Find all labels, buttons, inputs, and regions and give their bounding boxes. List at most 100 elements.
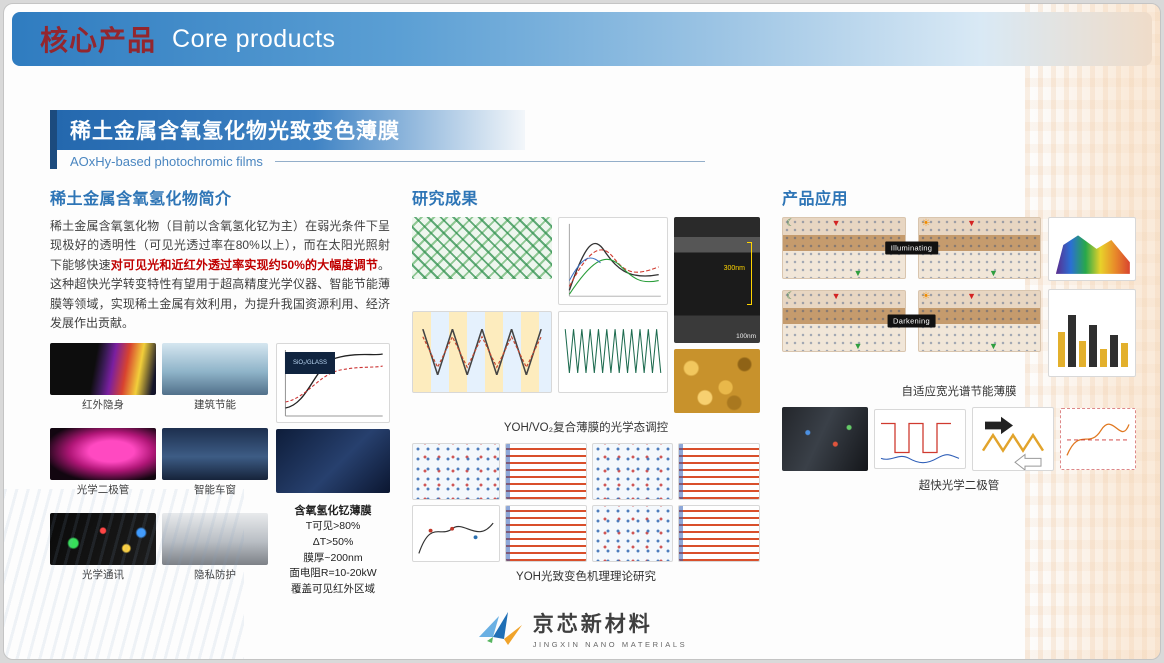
- header-title-zh: 核心产品: [40, 25, 157, 56]
- experiment-photo: [782, 407, 868, 471]
- spec-line: ΔT>50%: [312, 535, 354, 548]
- company-name-en: JINGXIN NANO MATERIALS: [532, 640, 688, 649]
- photo-cell: 光学通讯: [50, 513, 156, 597]
- intro-figures: 红外隐身 建筑节能 光学二极管 智能车窗: [50, 342, 390, 598]
- green-arrow-icon: ▼: [853, 268, 863, 278]
- photo-cell: 光学二极管: [50, 428, 156, 512]
- photo-cell: 智能车窗: [162, 428, 268, 512]
- sun-icon: ☀: [921, 291, 931, 302]
- optical-communication-image: [50, 513, 156, 566]
- intro-paragraph: 稀土金属含氧氢化物（目前以含氧氢化钇为主）在弱光条件下呈现极好的透明性（可见光透…: [50, 217, 390, 334]
- research-figure-group-1: 300nm 100nm: [412, 217, 760, 413]
- optical-diode-schematic: [972, 407, 1054, 471]
- diode-drawing: [981, 416, 1045, 470]
- research-fig-right: 300nm 100nm: [674, 217, 760, 413]
- optical-diode-image: [50, 428, 156, 481]
- sem-scale-bracket: [747, 242, 752, 306]
- transmittance-chart-figure: SiO₂/GLASS: [276, 342, 390, 423]
- red-arrow-icon: ▼: [831, 291, 841, 301]
- photo-cell: 隐私防护: [162, 513, 268, 597]
- photo-cell: 建筑节能: [162, 342, 268, 427]
- film-schematic-day: ☀ ▼ ▼: [917, 290, 1041, 352]
- green-arrow-icon: ▼: [988, 341, 998, 351]
- application-photo-grid: 红外隐身 建筑节能 光学二极管 智能车窗: [50, 342, 268, 598]
- applications-caption-2: 超快光学二极管: [918, 480, 1000, 492]
- research-caption-1: YOH/VO₂复合薄膜的光学态调控: [503, 422, 669, 434]
- film-schematic-day: ☀ ▼ ▼: [917, 217, 1041, 279]
- photo-caption: 建筑节能: [194, 398, 236, 411]
- building-energy-image: [162, 342, 268, 395]
- red-arrow-icon: ▼: [967, 218, 977, 228]
- green-arrow-icon: ▼: [853, 341, 863, 351]
- research-fig-row-2: [412, 311, 668, 393]
- intro-text-start: 稀土金属含氧氢化物（目前以含氧氢化钇为主）在弱光条件下呈现极好的透明性（可见光透…: [50, 219, 390, 272]
- company-name-zh: 京芯新材料: [532, 613, 653, 636]
- content-columns: 稀土金属含氧氢化物简介 稀土金属含氧氢化物（目前以含氧氢化钇为主）在弱光条件下呈…: [50, 185, 1136, 595]
- molecular-model-figure: [591, 505, 674, 562]
- spectrogram-figure: [678, 443, 760, 500]
- sun-icon: ☀: [921, 218, 931, 229]
- switching-chart: [874, 409, 966, 469]
- film-schematic-night: ☾ ▼ ▼: [782, 217, 906, 279]
- energy-curve: [418, 522, 494, 554]
- crystal-structure-figure: [412, 217, 552, 279]
- header-banner: 核心产品 Core products: [12, 12, 1152, 66]
- sem-cross-section-figure: 300nm 100nm: [674, 217, 760, 343]
- research-caption-2: YOH光致变色机理理论研究: [516, 571, 656, 583]
- sem-scale-top-label: 300nm: [723, 264, 745, 272]
- photo-caption: 光学二极管: [76, 484, 130, 497]
- film-schematics: ☾ ▼ ▼ ☀ ▼ ▼ Illuminating ☾: [782, 217, 1041, 377]
- photo-caption: 红外隐身: [82, 398, 124, 411]
- schematic-row-darkening: ☾ ▼ ▼ ☀ ▼ ▼ Darkening: [782, 290, 1041, 352]
- intro-text-end: 。这种超快光学转变特性有望用于超高精度光学仪器、智能节能薄膜等领域，实现稀土金属…: [50, 257, 390, 331]
- performance-bar-chart: [1048, 289, 1136, 377]
- cycling-chart-figure: [412, 311, 552, 393]
- adaptive-film-figure-group: ☾ ▼ ▼ ☀ ▼ ▼ Illuminating ☾: [782, 217, 1136, 377]
- photo-caption: 光学通讯: [82, 569, 124, 582]
- research-fig-row-1: [412, 217, 668, 305]
- spectrogram-figure: [505, 443, 587, 500]
- applications-column: 产品应用 ☾ ▼ ▼ ☀ ▼ ▼ Illumin: [782, 185, 1136, 581]
- chart-inset-label: SiO₂/GLASS: [285, 351, 335, 374]
- red-arrow-icon: ▼: [967, 291, 977, 301]
- photo-caption: 隐私防护: [194, 569, 236, 582]
- intro-text-highlight: 对可见光和近红外透过率实现约50%的大幅度调节: [110, 257, 378, 272]
- asymmetry-curves: [1066, 423, 1130, 456]
- afm-surface-figure: [674, 349, 760, 413]
- section-subtitle: AOxHy-based photochromic films: [70, 154, 263, 169]
- spectrum-area: [1055, 235, 1130, 274]
- spectra-chart-figure: [558, 217, 668, 305]
- oscillation-curve: [564, 329, 662, 373]
- smart-window-image: [162, 428, 268, 481]
- oscillation-chart-figure: [558, 311, 668, 393]
- moon-icon: ☾: [786, 291, 795, 302]
- spectra-curves: [568, 223, 661, 297]
- infrared-stealth-image: [50, 342, 156, 395]
- asymmetry-chart: [1060, 408, 1136, 470]
- sem-scale-bottom-label: 100nm: [736, 333, 756, 340]
- intro-side-stack: SiO₂/GLASS 含氧氢化钇薄膜 T可见>80% ΔT>50% 膜厚~200…: [276, 342, 390, 598]
- header-title-en: Core products: [172, 24, 336, 53]
- cycling-curves: [422, 328, 542, 376]
- molecular-model-figure: [412, 443, 500, 500]
- darkening-label: Darkening: [887, 314, 936, 328]
- photo-caption: 智能车窗: [194, 484, 236, 497]
- intro-column: 稀土金属含氧氢化物简介 稀土金属含氧氢化物（目前以含氧氢化钇为主）在弱光条件下呈…: [50, 185, 390, 595]
- photo-cell: 红外隐身: [50, 342, 156, 427]
- spec-title: 含氧氢化钇薄膜: [294, 504, 372, 517]
- spec-line: T可见>80%: [305, 520, 361, 533]
- slide: 核心产品 Core products 稀土金属含氧氢化物光致变色薄膜 AOxHy…: [3, 3, 1161, 660]
- illuminating-label: Illuminating: [884, 241, 939, 255]
- green-arrow-icon: ▼: [988, 268, 998, 278]
- spectrogram-figure: [678, 505, 760, 562]
- research-column: 研究成果: [412, 185, 760, 583]
- research-figure-group-2: [412, 443, 760, 562]
- solar-spectrum-chart: [1048, 217, 1136, 281]
- bar-series: [1057, 306, 1129, 368]
- subtitle-rule: [274, 161, 705, 162]
- schematic-row-illuminating: ☾ ▼ ▼ ☀ ▼ ▼ Illuminating: [782, 217, 1041, 279]
- diode-figure-group: [782, 407, 1136, 471]
- film-spec-block: 含氧氢化钇薄膜 T可见>80% ΔT>50% 膜厚~200nm 面电阻R=10-…: [276, 503, 390, 598]
- research-fig-left: [412, 217, 668, 413]
- spec-line: 膜厚~200nm: [303, 551, 363, 564]
